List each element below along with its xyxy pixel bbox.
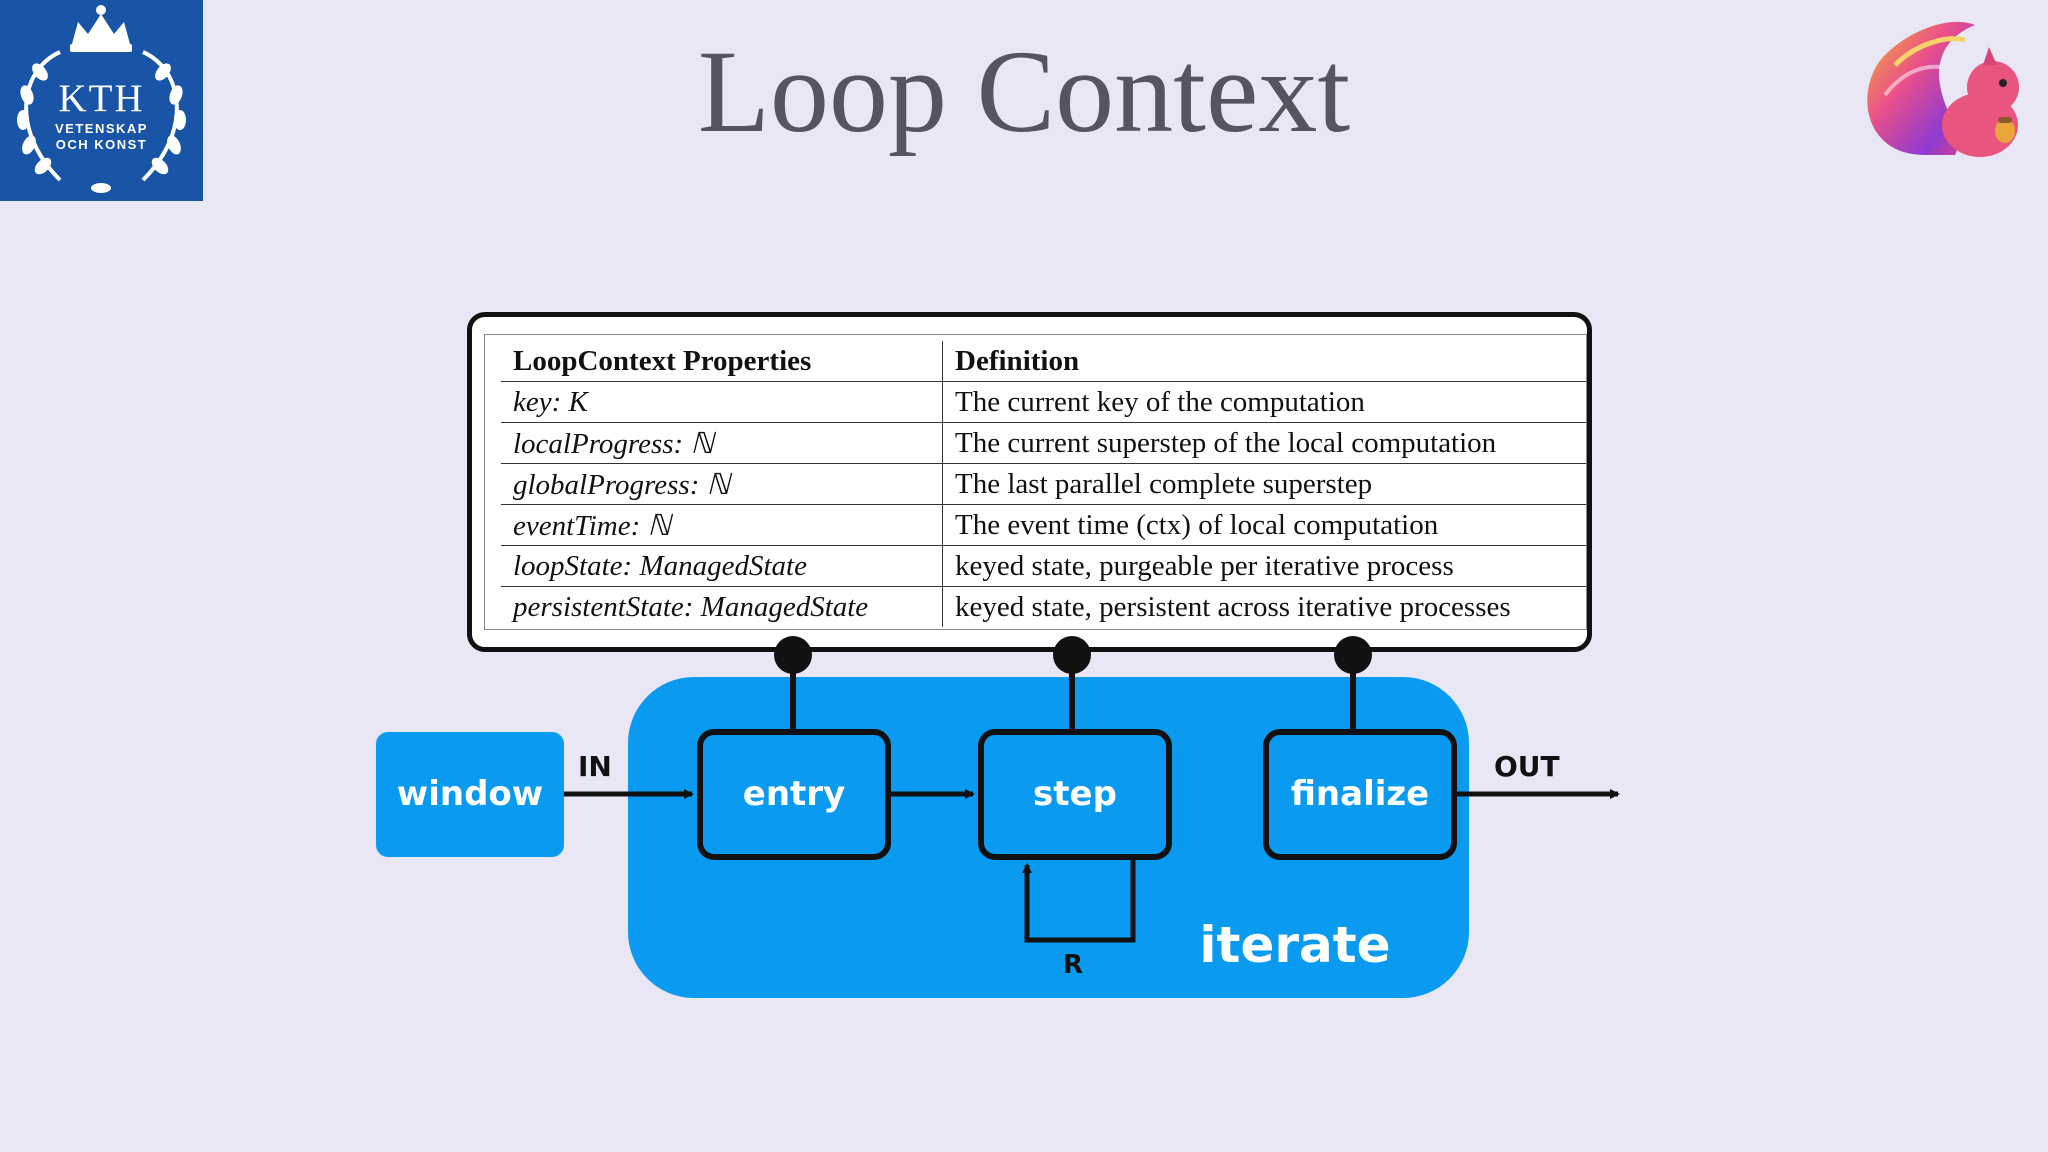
table-header-definition: Definition <box>942 341 1586 382</box>
property-cell: loopState: ManagedState <box>501 545 944 587</box>
recursion-loop-arrow <box>1022 857 1136 943</box>
context-connectors <box>774 636 1372 732</box>
table-header-property: LoopContext Properties <box>501 341 944 382</box>
property-cell: globalProgress: ℕ <box>501 463 944 505</box>
entry-label: entry <box>742 774 846 814</box>
property-cell: localProgress: ℕ <box>501 422 944 464</box>
table-row: eventTime: ℕ The event time (ctx) of loc… <box>501 504 1586 546</box>
table-row: persistentState: ManagedState keyed stat… <box>501 586 1586 627</box>
squirrel-icon <box>1867 21 2019 157</box>
table-row: localProgress: ℕ The current superstep o… <box>501 422 1586 464</box>
property-cell: key: K <box>501 381 944 423</box>
window-node <box>376 732 564 857</box>
definition-cell: keyed state, purgeable per iterative pro… <box>942 545 1586 587</box>
kth-logo: KTH VETENSKAP OCH KONST <box>0 0 203 201</box>
table-row: loopState: ManagedState keyed state, pur… <box>501 545 1586 587</box>
property-cell: persistentState: ManagedState <box>501 586 944 627</box>
window-label: window <box>396 774 544 814</box>
loop-context-table-frame: LoopContext Properties Definition key: K… <box>467 312 1592 652</box>
in-label: IN <box>578 750 612 783</box>
step-label: step <box>1033 774 1117 814</box>
out-label: OUT <box>1494 750 1560 783</box>
kth-logo-name: KTH <box>58 77 145 120</box>
table-row: globalProgress: ℕ The last parallel comp… <box>501 463 1586 505</box>
loop-context-table: LoopContext Properties Definition key: K… <box>501 341 1586 627</box>
iterate-label: iterate <box>1199 916 1391 974</box>
property-cell: eventTime: ℕ <box>501 504 944 546</box>
slide-title: Loop Context <box>697 26 1351 157</box>
definition-cell: The current key of the computation <box>942 381 1586 423</box>
definition-cell: The last parallel complete superstep <box>942 463 1586 505</box>
kth-logo-line1: VETENSKAP <box>55 121 148 136</box>
definition-cell: The current superstep of the local compu… <box>942 422 1586 464</box>
table-header-row: LoopContext Properties Definition <box>501 341 1586 382</box>
laurel-wreath-icon <box>17 5 186 193</box>
table-row: key: K The current key of the computatio… <box>501 381 1586 423</box>
kth-logo-line2: OCH KONST <box>55 137 148 152</box>
step-node <box>978 729 1172 860</box>
loop-context-table-border: LoopContext Properties Definition key: K… <box>484 334 1587 630</box>
definition-cell: The event time (ctx) of local computatio… <box>942 504 1586 546</box>
recursion-label: R <box>1063 950 1084 980</box>
definition-cell: keyed state, persistent across iterative… <box>955 590 1511 623</box>
finalize-label: finalize <box>1290 774 1430 814</box>
